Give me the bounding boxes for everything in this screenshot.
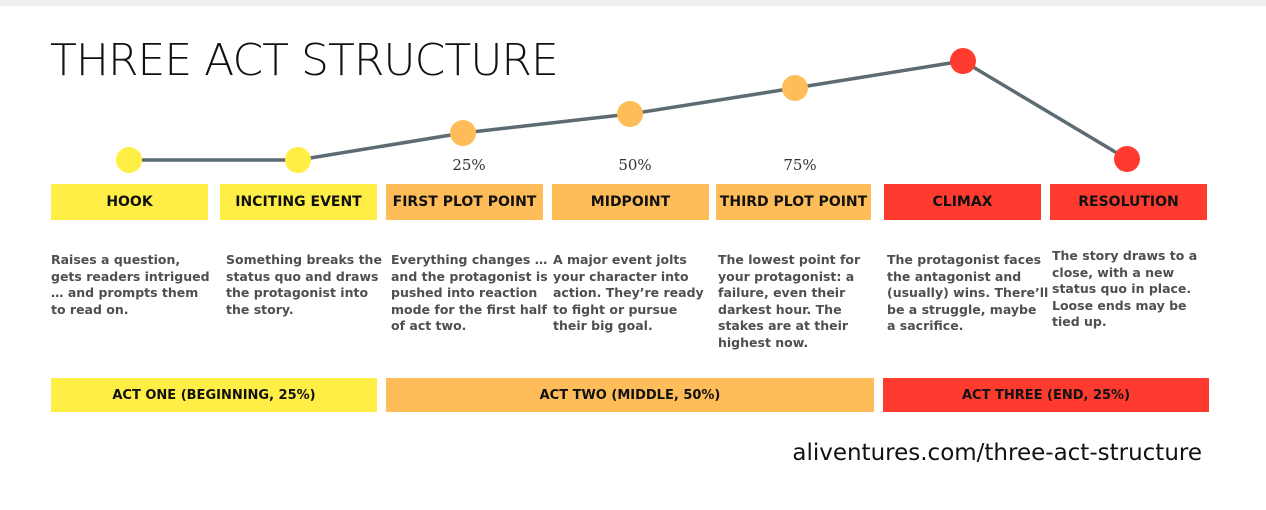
stage-third-plot-point: THIRD PLOT POINT bbox=[716, 184, 871, 220]
midpoint-point bbox=[617, 101, 643, 127]
first-plot-point-description: Everything changes … and the protagonist… bbox=[391, 252, 548, 333]
act-two-bar: ACT TWO (MIDDLE, 50%) bbox=[386, 378, 874, 412]
hook-description: Raises a question, gets readers intrigue… bbox=[51, 252, 210, 317]
stage-hook: HOOK bbox=[51, 184, 208, 220]
third-plot-point-point bbox=[782, 75, 808, 101]
inciting-event-description: Something breaks the status quo and draw… bbox=[226, 252, 382, 317]
story-arc bbox=[116, 48, 1140, 173]
stage-resolution: RESOLUTION bbox=[1050, 184, 1207, 220]
third-plot-point-percent: 75% bbox=[783, 156, 817, 174]
stage-first-plot-point: FIRST PLOT POINT bbox=[386, 184, 543, 220]
third-plot-point-description: The lowest point for your protagonist: a… bbox=[718, 252, 861, 350]
first-plot-point-point bbox=[450, 120, 476, 146]
resolution-description: The story draws to a close, with a new s… bbox=[1052, 248, 1198, 329]
inciting-event-point bbox=[285, 147, 311, 173]
page-title: THREE ACT STRUCTURE bbox=[50, 35, 559, 86]
first-plot-point-percent: 25% bbox=[452, 156, 486, 174]
act-one-bar: ACT ONE (BEGINNING, 25%) bbox=[51, 378, 377, 412]
midpoint-description: A major event jolts your character into … bbox=[553, 252, 704, 333]
stage-climax: CLIMAX bbox=[884, 184, 1041, 220]
climax-point bbox=[950, 48, 976, 74]
climax-description: The protagonist faces the antagonist and… bbox=[887, 252, 1049, 333]
stage-inciting-event: INCITING EVENT bbox=[220, 184, 377, 220]
midpoint-percent: 50% bbox=[618, 156, 652, 174]
act-three-bar: ACT THREE (END, 25%) bbox=[883, 378, 1209, 412]
resolution-point bbox=[1114, 146, 1140, 172]
footer-url[interactable]: aliventures.com/three-act-structure bbox=[792, 440, 1202, 466]
stage-midpoint: MIDPOINT bbox=[552, 184, 709, 220]
top-border bbox=[0, 0, 1266, 6]
hook-point bbox=[116, 147, 142, 173]
